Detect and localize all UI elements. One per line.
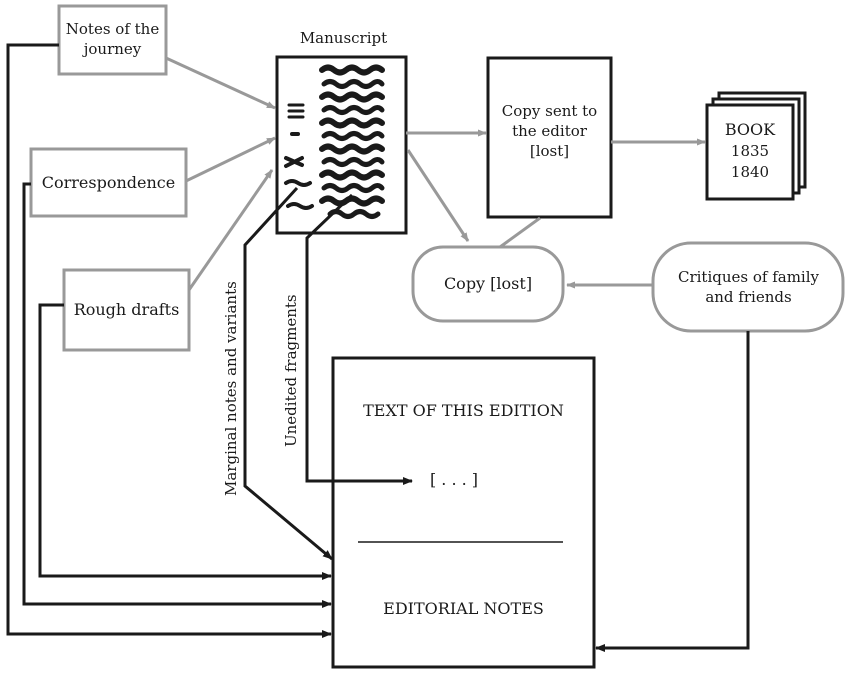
book-stack — [705, 91, 807, 201]
arrow-marginal-notes — [243, 186, 333, 561]
critiques-label: Critiques of family and friends — [677, 268, 819, 306]
notes-box — [57, 4, 168, 76]
editorial-notes-title: EDITORIAL NOTES — [383, 599, 544, 618]
arrow-correspondence-to-manuscript — [185, 136, 276, 183]
edition-box — [331, 356, 596, 669]
copy-editor-label: Copy sent to the editor [lost] — [501, 102, 598, 160]
book-year-2: 1840 — [730, 163, 770, 181]
copy-lost-label: Copy [lost] — [443, 274, 533, 293]
edition-ellipsis: [ . . . ] — [429, 470, 479, 489]
arrow-drafts-to-editorial — [38, 303, 332, 580]
arrow-copy-to-editor — [499, 216, 541, 249]
book-year-1: 1835 — [730, 142, 770, 160]
manuscript-title: Manuscript — [299, 29, 388, 47]
notes-label: Notes of the journey — [65, 20, 160, 58]
book-title: BOOK — [724, 120, 776, 139]
marginal-notes-label: Marginal notes and variants — [222, 281, 240, 496]
copy-editor-box — [486, 56, 613, 219]
edition-title: TEXT OF THIS EDITION — [363, 401, 564, 420]
correspondence-box — [29, 147, 188, 218]
arrow-notes-to-manuscript — [165, 56, 276, 110]
unedited-fragments-label: Unedited fragments — [282, 294, 300, 447]
arrow-drafts-to-manuscript — [187, 169, 274, 291]
arrow-notes-to-editorial — [6, 43, 332, 638]
copy-lost-box — [411, 245, 565, 323]
correspondence-label: Correspondence — [41, 173, 176, 192]
arrow-correspondence-to-editorial — [22, 182, 332, 608]
arrow-unedited-fragments — [305, 193, 413, 485]
rough-drafts-label: Rough drafts — [73, 300, 180, 319]
arrow-critiques-to-editorial — [595, 331, 750, 652]
arrow-manuscript-to-copy — [406, 149, 470, 242]
manuscript-scribbles — [284, 64, 385, 219]
rough-drafts-box — [62, 268, 191, 352]
